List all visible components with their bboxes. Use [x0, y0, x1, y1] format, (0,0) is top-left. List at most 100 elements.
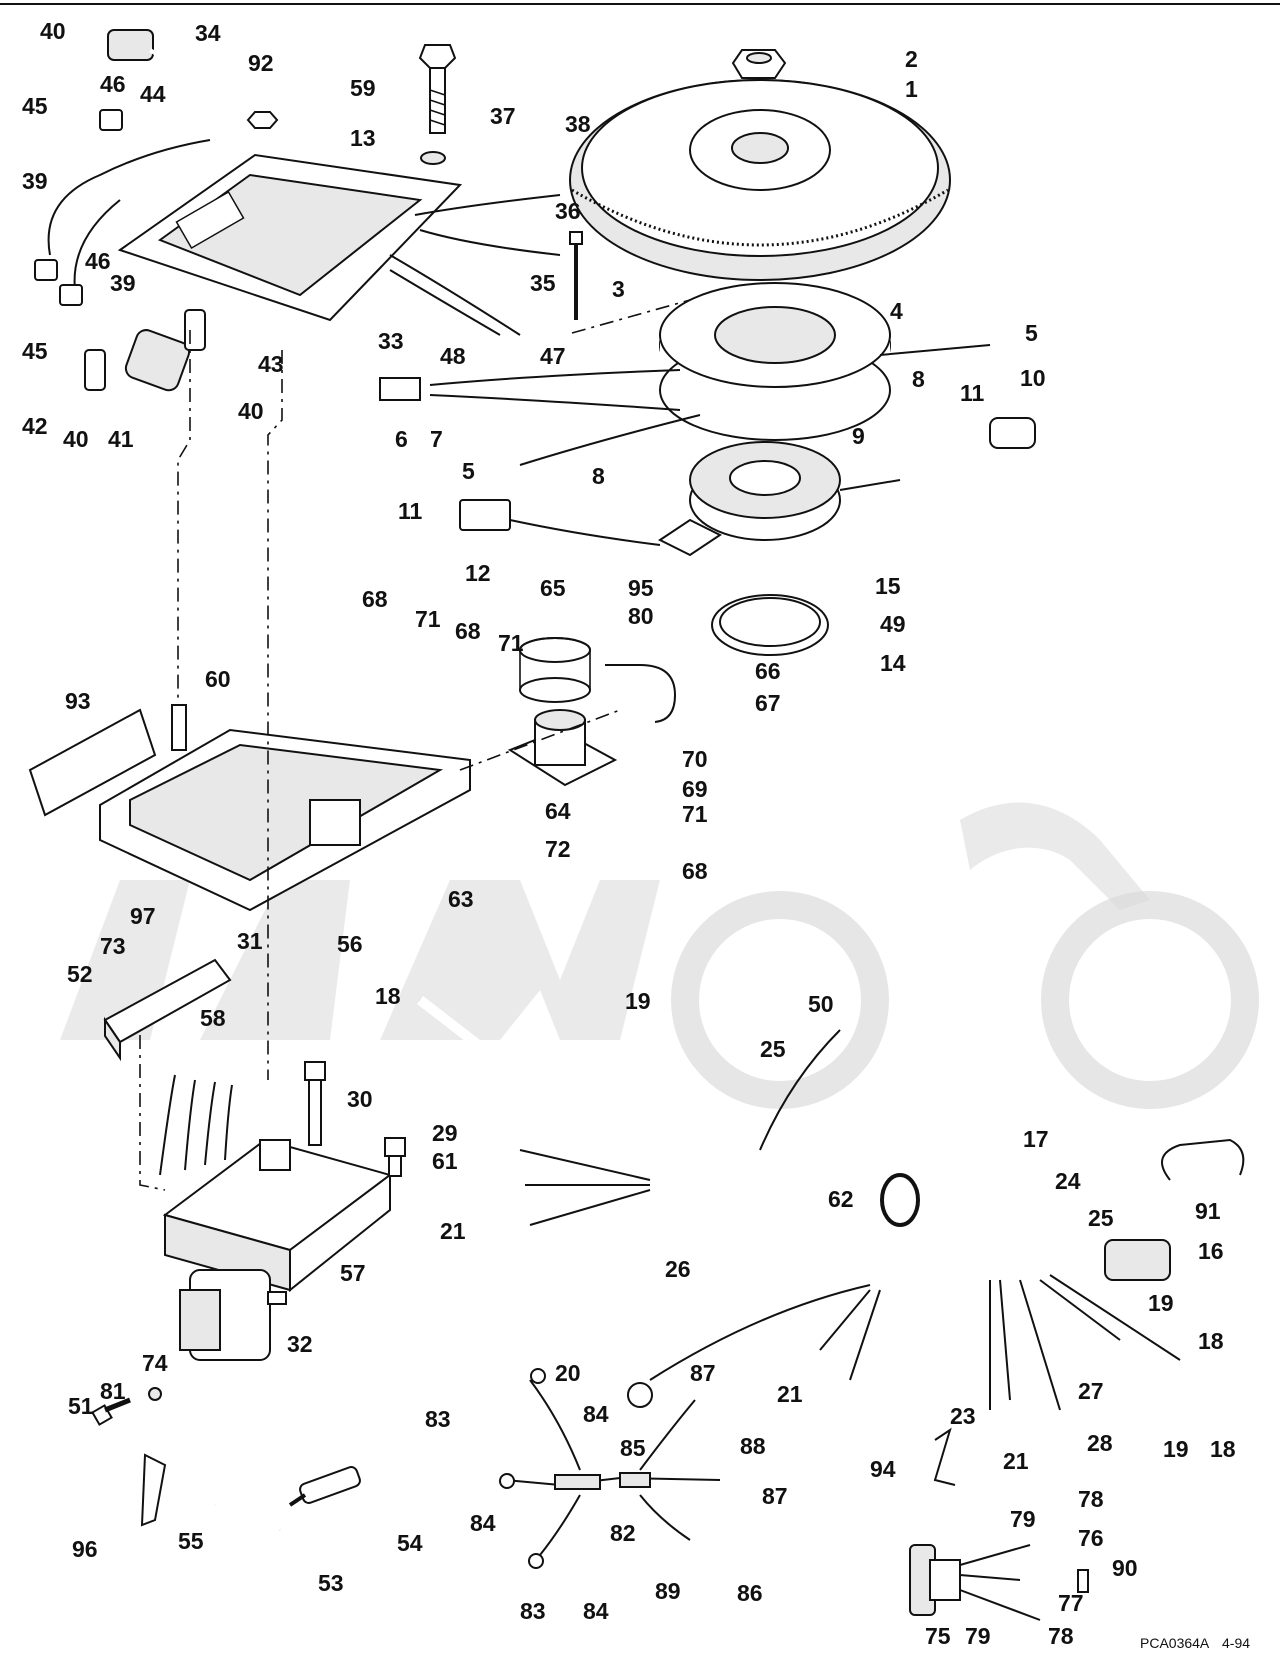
callout-33: 33: [378, 328, 404, 354]
callout-48: 48: [440, 343, 466, 369]
callout-85: 85: [620, 1435, 646, 1461]
callout-52: 52: [67, 961, 93, 987]
callout-76: 76: [1078, 1525, 1104, 1551]
callout-40c: 40: [238, 398, 264, 424]
callout-71a: 71: [415, 606, 441, 632]
callout-25b: 25: [1088, 1205, 1114, 1231]
clip-62: [880, 1173, 920, 1227]
callout-57: 57: [340, 1260, 366, 1286]
callout-93: 93: [65, 688, 91, 714]
callout-5a: 5: [1025, 320, 1038, 346]
callout-19c: 19: [1163, 1436, 1189, 1462]
sub-harness: [499, 1368, 721, 1569]
stud-60: [171, 704, 187, 751]
callout-23: 23: [950, 1403, 976, 1429]
wire-harness: [416, 996, 1181, 1411]
callout-12: 12: [465, 560, 491, 586]
callout-7: 7: [430, 426, 443, 452]
callout-81: 81: [100, 1378, 126, 1404]
callout-43: 43: [258, 351, 284, 377]
callout-25a: 25: [760, 1036, 786, 1062]
callout-36: 36: [555, 198, 581, 224]
callout-32: 32: [287, 1331, 313, 1357]
screw-3: [569, 231, 583, 320]
callout-18a: 18: [375, 983, 401, 1009]
callout-69: 69: [682, 776, 708, 802]
callout-17: 17: [1023, 1126, 1049, 1152]
callout-2: 2: [905, 46, 918, 72]
figure-code: PCA0364A: [1140, 1635, 1210, 1651]
callout-87a: 87: [690, 1360, 716, 1386]
callout-8a: 8: [912, 366, 925, 392]
callout-27: 27: [1078, 1378, 1104, 1404]
callout-4: 4: [890, 298, 903, 324]
callout-68b: 68: [455, 618, 481, 644]
callout-15: 15: [875, 573, 901, 599]
callout-78b: 78: [1048, 1623, 1074, 1649]
callout-84c: 84: [583, 1598, 609, 1624]
callout-24: 24: [1055, 1168, 1081, 1194]
callout-51: 51: [68, 1393, 94, 1419]
connector-6: [379, 377, 421, 401]
power-pack: [117, 153, 463, 322]
bracket-56: [99, 728, 471, 912]
callout-55: 55: [178, 1528, 204, 1554]
callout-72: 72: [545, 836, 571, 862]
callout-11b: 11: [398, 498, 423, 524]
connector-10: [989, 417, 1036, 449]
key-switch-75: [909, 1544, 1089, 1621]
callout-46a: 46: [100, 71, 126, 97]
callout-14: 14: [880, 650, 906, 676]
callout-67: 67: [755, 690, 781, 716]
clip-94: [933, 1427, 956, 1486]
bushing-65: [519, 637, 591, 703]
callout-65: 65: [540, 575, 566, 601]
callout-19a: 19: [625, 988, 651, 1014]
callout-80: 80: [628, 603, 654, 629]
callout-59: 59: [350, 75, 376, 101]
callout-20: 20: [555, 1360, 581, 1386]
callout-34: 34: [195, 20, 221, 46]
callout-60: 60: [205, 666, 231, 692]
callout-77: 77: [1058, 1590, 1084, 1616]
callout-71b: 71: [498, 630, 524, 656]
callout-73: 73: [100, 933, 126, 959]
callout-49: 49: [880, 611, 906, 637]
callout-50: 50: [808, 991, 834, 1017]
callout-10: 10: [1020, 365, 1046, 391]
callout-89: 89: [655, 1578, 681, 1604]
callout-38: 38: [565, 111, 591, 137]
callout-82: 82: [610, 1520, 636, 1546]
flywheel-nut: [731, 49, 787, 79]
callout-28: 28: [1087, 1430, 1113, 1456]
flywheel: [569, 79, 951, 281]
callout-39a: 39: [22, 168, 48, 194]
callout-63: 63: [448, 886, 474, 912]
nut-92: [246, 111, 279, 129]
callout-31: 31: [237, 928, 263, 954]
callout-70: 70: [682, 746, 708, 772]
callout-8b: 8: [592, 463, 605, 489]
callout-18c: 18: [1210, 1436, 1236, 1462]
callout-21c: 21: [1003, 1448, 1029, 1474]
callout-21a: 21: [440, 1218, 466, 1244]
callout-68a: 68: [362, 586, 388, 612]
callout-37: 37: [490, 103, 516, 129]
bolt-59: [418, 44, 457, 134]
callout-30: 30: [347, 1086, 373, 1112]
connector-11: [459, 499, 511, 531]
screw-51: [91, 1397, 131, 1426]
callout-91: 91: [1195, 1198, 1221, 1224]
solenoid-64: [507, 709, 618, 787]
callout-61: 61: [432, 1148, 458, 1174]
clip-91: [1161, 1138, 1245, 1181]
callout-29: 29: [432, 1120, 458, 1146]
callout-95: 95: [628, 575, 654, 601]
callout-53: 53: [318, 1570, 344, 1596]
callout-71c: 71: [682, 801, 708, 827]
callout-86: 86: [737, 1580, 763, 1606]
callout-19b: 19: [1148, 1290, 1174, 1316]
callout-79a: 79: [1010, 1506, 1036, 1532]
decal-93: [28, 708, 157, 817]
